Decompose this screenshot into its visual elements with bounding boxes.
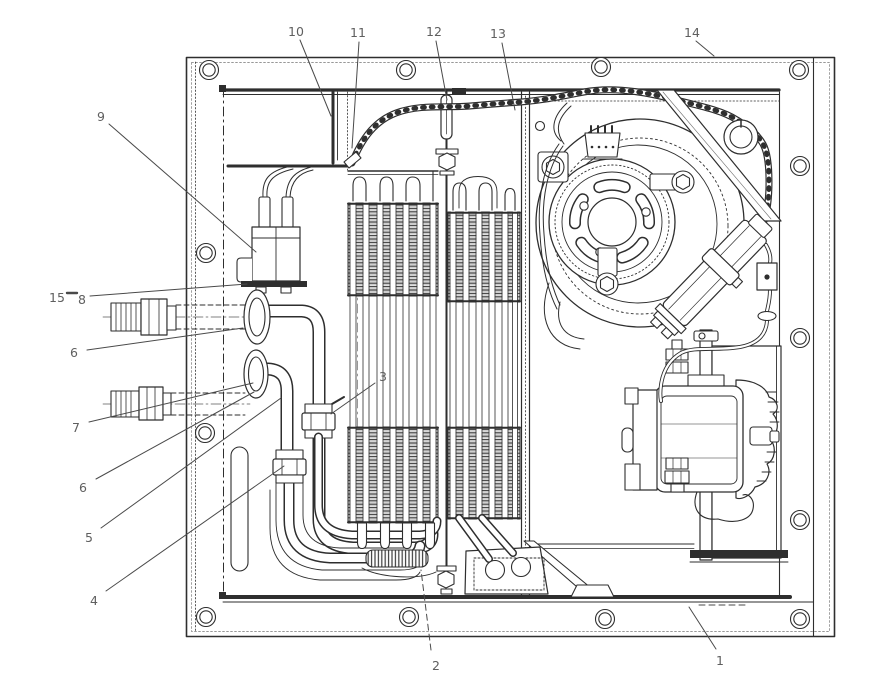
motor-lead-wires	[538, 102, 572, 310]
cable-grommet	[757, 310, 777, 322]
inlet-fitting-lower	[102, 386, 251, 421]
callout-leader-14	[695, 40, 715, 57]
callout-leader-6	[95, 391, 255, 480]
divider-wall	[520, 91, 695, 598]
tube-bracket	[455, 514, 549, 595]
callout-label-1-15: 1	[716, 653, 724, 668]
callout-leader-2	[420, 569, 432, 651]
callout-label-2-14: 2	[432, 658, 440, 673]
callout-label-4-12: 4	[90, 593, 98, 608]
callout-label-10-0: 10	[288, 24, 304, 39]
callout-label-9-5: 9	[97, 109, 105, 124]
callout-label-14-4: 14	[684, 25, 700, 40]
callout-leader-7	[88, 382, 254, 423]
callout-leader-12	[435, 40, 448, 101]
callout-label-6-8: 6	[70, 345, 78, 360]
callout-leader-8	[89, 283, 248, 297]
blower-mount-bolts	[537, 151, 695, 296]
callout-leader-10	[299, 39, 332, 117]
inlet-fitting-upper	[102, 298, 253, 336]
ignition-cable	[658, 243, 778, 403]
callout-leader-13	[501, 42, 516, 111]
callout-layer: 10 11 12 13 14 9 15 8 6 7 6 5 4 3 2 1	[49, 24, 750, 673]
wire-harness	[343, 86, 773, 225]
harness-grommet-ring	[723, 119, 759, 155]
callout-leader-4	[105, 465, 285, 592]
support-brace	[656, 89, 782, 222]
callout-leader-1	[688, 606, 717, 650]
callout-label-8-7: 8	[78, 292, 86, 307]
union-fitting	[272, 449, 307, 484]
callout-label-11-1: 11	[350, 25, 366, 40]
callout-label-15-6: 15	[49, 290, 65, 305]
callout-label-12-2: 12	[426, 24, 442, 39]
callout-label-6-10: 6	[79, 480, 87, 495]
grommet-lower	[243, 349, 269, 399]
grommet-upper	[243, 289, 271, 345]
callout-label-13-3: 13	[490, 26, 506, 41]
heat-exchanger-right	[447, 176, 521, 521]
callout-leader-11	[351, 41, 360, 149]
harness-clamp	[343, 151, 362, 169]
motor-terminal-block	[582, 125, 623, 160]
heat-exchanger-left	[314, 170, 442, 568]
callout-label-5-11: 5	[85, 530, 93, 545]
pump-assembly	[621, 329, 789, 563]
igniter-assembly	[650, 213, 773, 340]
solenoid-valve	[236, 165, 314, 294]
callout-leader-3	[330, 382, 376, 415]
callout-leader-6	[86, 327, 244, 351]
callout-label-3-13: 3	[379, 369, 387, 384]
callout-label-7-9: 7	[72, 420, 80, 435]
panel-slot-cutout	[230, 446, 249, 572]
callout-leader-9	[108, 123, 257, 253]
callout-leader-5	[100, 397, 282, 529]
